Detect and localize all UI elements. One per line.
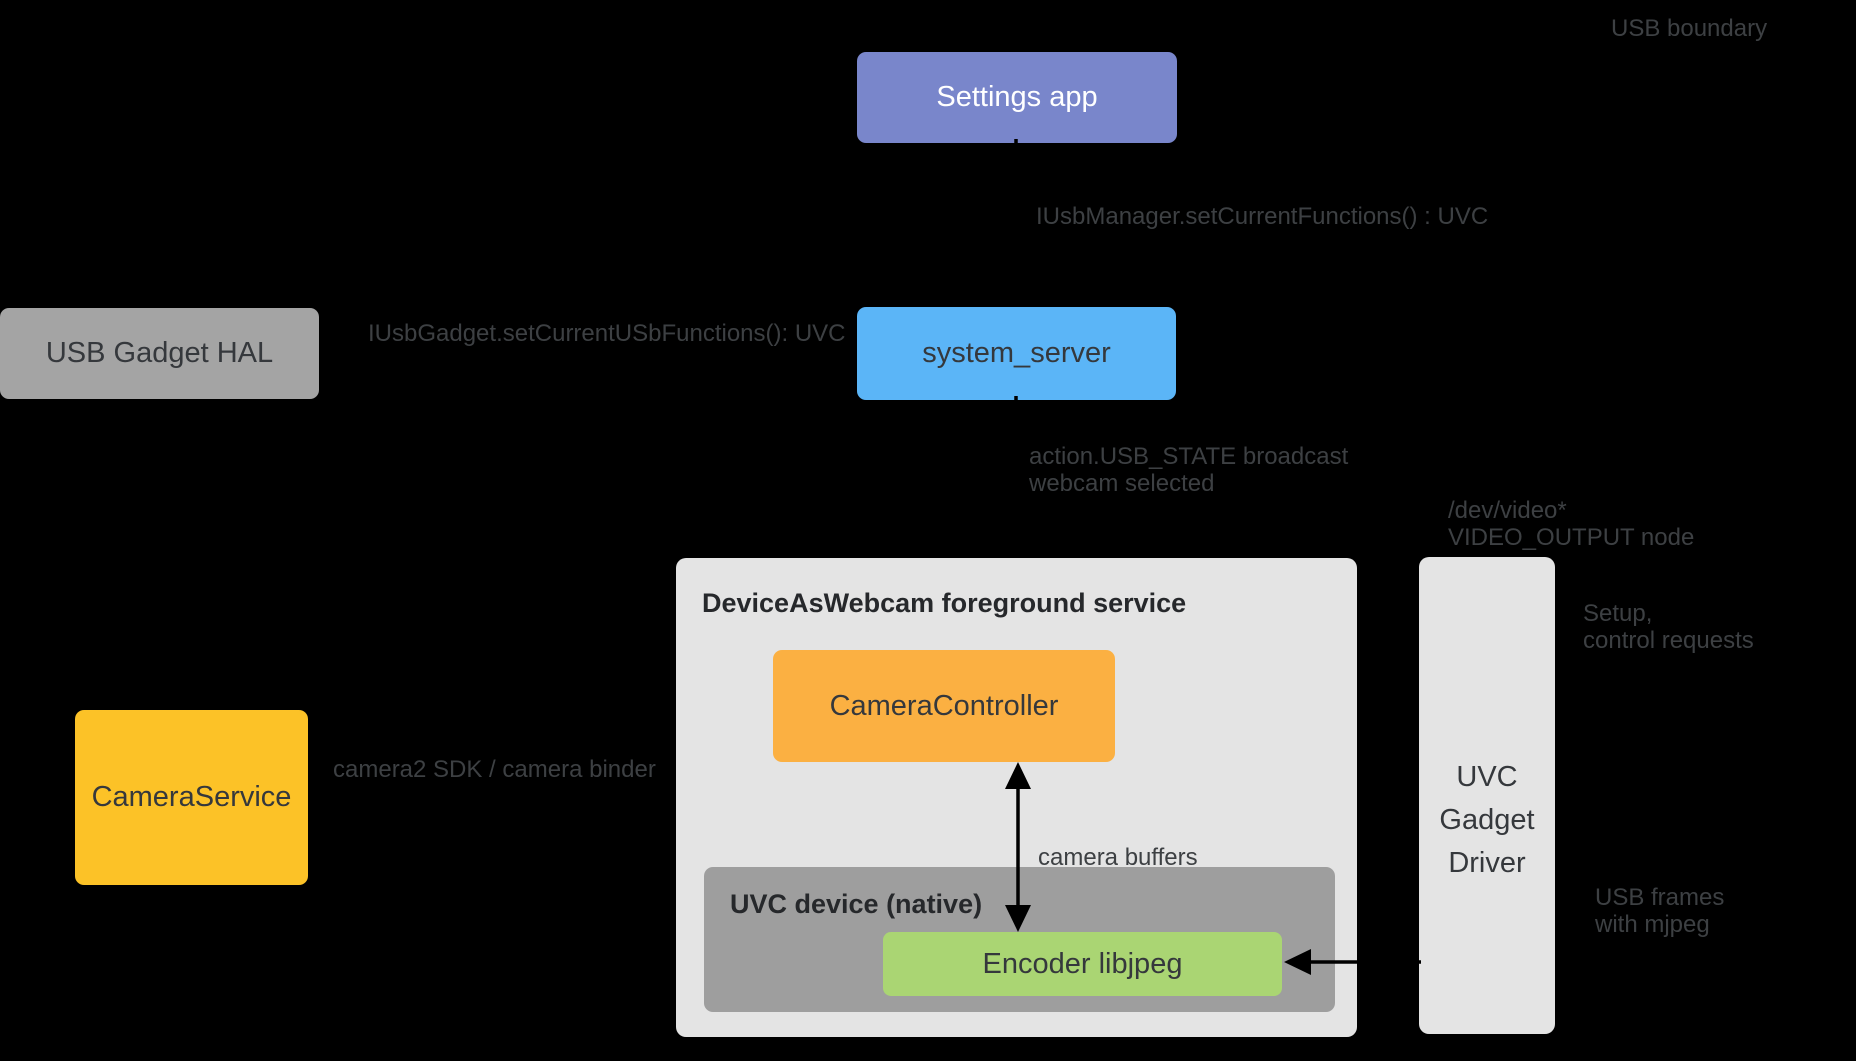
encoder-libjpeg-node-label: Encoder libjpeg — [982, 947, 1183, 980]
device-as-webcam-title: DeviceAsWebcam foreground service — [702, 588, 1187, 618]
camera-service-node: CameraService — [75, 710, 308, 885]
system-server-node: system_server — [857, 307, 1176, 400]
arrowhead-systemserver-to-service — [1003, 527, 1029, 554]
setup-line2: control requests — [1583, 627, 1754, 654]
usb-frames-line1: USB frames — [1595, 884, 1725, 911]
camera-controller-node: CameraController — [773, 650, 1115, 762]
system-server-node-label: system_server — [922, 337, 1111, 369]
device-as-webcam-container: DeviceAsWebcam foreground service Camera… — [676, 558, 1357, 1037]
usb-state-broadcast-line1: action.USB_STATE broadcast — [1029, 443, 1349, 470]
setup-control-requests-label: Setup, control requests — [1583, 600, 1754, 654]
usb-gadget-hal-node-label: USB Gadget HAL — [45, 337, 274, 369]
uvc-gadget-driver-line2: Gadget — [1439, 804, 1535, 836]
encoder-libjpeg-node: Encoder libjpeg — [883, 932, 1282, 996]
uvc-gadget-driver-line1: UVC — [1456, 761, 1518, 793]
usb-frames-label: USB frames with mjpeg — [1595, 884, 1724, 938]
iusbgadget-call-label: IUsbGadget.setCurrentUSbFunctions(): UVC — [368, 320, 846, 347]
uvc-gadget-driver-line3: Driver — [1448, 847, 1526, 879]
dev-video-line1: /dev/video* — [1448, 497, 1567, 524]
settings-app-node: Settings app — [857, 52, 1177, 143]
camera-buffers-label: camera buffers — [1038, 844, 1198, 871]
setup-line1: Setup, — [1583, 600, 1653, 627]
uvc-gadget-driver-node: UVC Gadget Driver — [1419, 557, 1555, 1034]
arrowhead-settings-to-systemserver — [1003, 278, 1029, 305]
camera2-sdk-label: camera2 SDK / camera binder — [333, 756, 656, 783]
uvc-device-native-container: UVC device (native) Encoder libjpeg — [704, 867, 1335, 1012]
uvc-gadget-driver-label: UVC Gadget Driver — [1419, 756, 1555, 885]
usb-gadget-hal-node: USB Gadget HAL — [0, 308, 319, 399]
dev-video-node-label: /dev/video* VIDEO_OUTPUT node — [1448, 497, 1694, 551]
usb-state-broadcast-line2: webcam selected — [1029, 470, 1215, 497]
settings-app-node-label: Settings app — [936, 81, 1098, 113]
usb-state-broadcast-label: action.USB_STATE broadcast webcam select… — [1029, 443, 1348, 497]
dev-video-line2: VIDEO_OUTPUT node — [1448, 524, 1695, 551]
iusbmanager-call-label: IUsbManager.setCurrentFunctions() : UVC — [1036, 203, 1489, 230]
uvc-device-native-title: UVC device (native) — [730, 889, 983, 919]
camera-controller-node-label: CameraController — [829, 689, 1059, 722]
usb-frames-line2: with mjpeg — [1595, 911, 1710, 938]
camera-service-node-label: CameraService — [91, 781, 292, 813]
usb-boundary-label: USB boundary — [1611, 15, 1768, 42]
